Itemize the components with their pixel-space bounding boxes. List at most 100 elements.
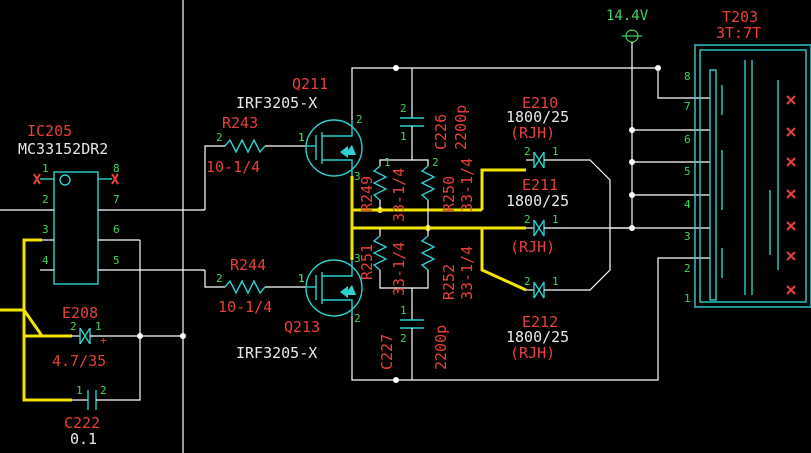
q213-pin-1: 1 [298, 272, 305, 285]
c227-pin-2: 2 [400, 332, 407, 345]
e212-ref: E212 [522, 313, 558, 331]
r249-pin-1: 1 [384, 156, 391, 169]
r244-ref: R244 [230, 256, 266, 274]
e211-ref: E211 [522, 176, 558, 194]
e211[interactable]: E211 1800/25 (RJH) 2 1 [506, 176, 710, 256]
q211-pin-2: 2 [356, 113, 363, 126]
q213-part: IRF3205-X [236, 344, 317, 362]
e208-pin-2: 2 [70, 320, 77, 333]
q213-ref: Q213 [284, 318, 320, 336]
ic205-pin-3: 3 [42, 223, 49, 236]
q213-pin-3: 3 [354, 252, 361, 265]
r243-pin-2: 2 [216, 131, 223, 144]
ic205-pin-8: 8 [113, 162, 120, 175]
ic205-pin-6: 6 [113, 223, 120, 236]
q211[interactable]: Q211 IRF3205-X 1 2 3 [236, 75, 363, 183]
e208-plus: + [100, 334, 107, 347]
t203-pin-6: 6 [684, 133, 691, 146]
c222[interactable]: C222 0.1 1 2 [64, 336, 141, 448]
drain-wires [351, 65, 710, 383]
highlight-net-center [350, 168, 527, 292]
highlight-net-left [0, 238, 72, 402]
r252-value: 33-1/4 [458, 246, 476, 300]
ic205-pin-7: 7 [113, 193, 120, 206]
e211-value: 1800/25 [506, 192, 569, 210]
ic205-pin-5: 5 [113, 254, 120, 267]
ic205[interactable]: IC205 MC33152DR2 1 2 3 4 8 7 6 5 [0, 122, 205, 285]
t203-pin-4: 4 [684, 198, 691, 211]
e208[interactable]: E208 4.7/35 2 1 + [52, 240, 186, 370]
e208-value: 4.7/35 [52, 352, 106, 370]
r243-value: 10-1/4 [206, 158, 260, 176]
r249-value: 33-1/4 [390, 168, 408, 222]
c227-pin-1: 1 [400, 304, 407, 317]
r244-value: 10-1/4 [218, 298, 272, 316]
c226-pin-2: 2 [400, 102, 407, 115]
r249[interactable]: R249 33-1/4 1 [358, 156, 408, 222]
c226-pin-1: 1 [400, 130, 407, 143]
ic205-pin-1: 1 [42, 162, 49, 175]
e211-pin-2: 2 [524, 213, 531, 226]
t203[interactable]: T203 3T:7T 8 7 6 5 4 3 2 1 [684, 8, 811, 308]
c226-value: 2200p [452, 105, 470, 150]
r250-pin-2: 2 [432, 156, 439, 169]
e212-pin-2: 2 [524, 275, 531, 288]
t203-ratio: 3T:7T [716, 24, 761, 42]
t203-pin-3: 3 [684, 230, 691, 243]
c222-value: 0.1 [70, 430, 97, 448]
c222-ref: C222 [64, 414, 100, 432]
e210-pin-1: 1 [552, 145, 559, 158]
e208-pin-1: 1 [95, 320, 102, 333]
r243[interactable]: R243 10-1/4 2 1 [204, 114, 305, 210]
e211-pin-1: 1 [552, 213, 559, 226]
e208-ref: E208 [62, 304, 98, 322]
e210-ref: E210 [522, 94, 558, 112]
t203-pin-5: 5 [684, 165, 691, 178]
q211-pin-3: 3 [354, 170, 361, 183]
r243-ref: R243 [222, 114, 258, 132]
q211-part: IRF3205-X [236, 94, 317, 112]
c226[interactable]: C226 2200p 2 1 [396, 68, 470, 161]
e210-value: 1800/25 [506, 108, 569, 126]
c226-ref: C226 [432, 114, 450, 150]
c222-pin-2: 2 [100, 384, 107, 397]
e212-note: (RJH) [510, 344, 555, 362]
r251-value: 33-1/4 [390, 242, 408, 296]
e212-pin-1: 1 [552, 275, 559, 288]
power-rail: 14.4V [606, 8, 710, 228]
t203-ref: T203 [722, 8, 758, 26]
q211-pin-1: 1 [298, 131, 305, 144]
r244-pin-1: 1 [298, 272, 305, 285]
c227-value: 2200p [432, 325, 450, 370]
q211-ref: Q211 [292, 75, 328, 93]
r250[interactable]: R250 33-1/4 2 [412, 156, 476, 228]
e211-note: (RJH) [510, 238, 555, 256]
r249-ref: R249 [358, 176, 376, 212]
c227[interactable]: C227 2200p 1 2 [378, 287, 450, 380]
r250-ref: R250 [440, 176, 458, 212]
r252[interactable]: R252 33-1/4 [412, 228, 476, 300]
r244[interactable]: R244 10-1/4 2 1 [204, 256, 305, 316]
t203-pin-2: 2 [684, 262, 691, 275]
r251-ref: R251 [358, 244, 376, 280]
e212-value: 1800/25 [506, 328, 569, 346]
c222-pin-1: 1 [76, 384, 83, 397]
r243-pin-1: 1 [298, 131, 305, 144]
t203-pin-8: 8 [684, 70, 691, 83]
e210-pin-2: 2 [524, 145, 531, 158]
t203-pin-1: 1 [684, 292, 691, 305]
t203-pin-7: 7 [684, 100, 691, 113]
ic205-ref: IC205 [27, 122, 72, 140]
c227-ref: C227 [378, 334, 396, 370]
ic205-pin-4: 4 [42, 254, 49, 267]
e210-note: (RJH) [510, 124, 555, 142]
q213[interactable]: Q213 IRF3205-X 1 3 2 [236, 252, 363, 362]
r250-value: 33-1/4 [458, 158, 476, 212]
r252-ref: R252 [440, 264, 458, 300]
r244-pin-2: 2 [216, 272, 223, 285]
power-label: 14.4V [606, 8, 649, 24]
e212[interactable]: E212 1800/25 (RJH) 2 1 [506, 228, 611, 362]
ic205-pin-2: 2 [42, 193, 49, 206]
r251[interactable]: R251 33-1/4 [358, 228, 408, 296]
